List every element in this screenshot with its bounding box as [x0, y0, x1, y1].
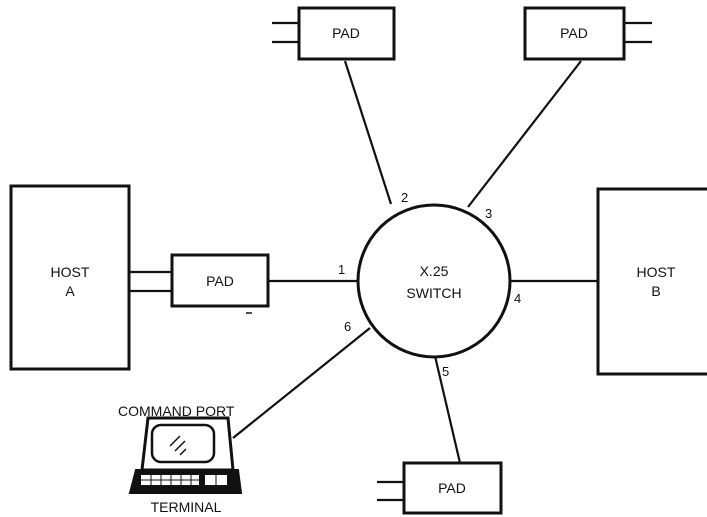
terminal-label: TERMINAL: [151, 499, 222, 515]
host-a-box: [9, 184, 131, 371]
switch-label-line1: X.25: [420, 263, 449, 279]
x25-switch: [356, 203, 512, 359]
port-number-6: 6: [344, 319, 351, 334]
link-switch-pad-bottom: [433, 355, 462, 464]
host-b-label-line2: B: [651, 283, 660, 299]
port-number-4: 4: [514, 291, 521, 306]
port-number-3: 3: [485, 206, 492, 221]
host-a-label-line2: A: [65, 283, 75, 299]
pad-bottom-box: [402, 461, 503, 515]
pad-top-left-label: PAD: [332, 25, 360, 41]
command-port-label: COMMAND PORT: [118, 403, 235, 419]
port-number-5: 5: [442, 364, 449, 379]
pad-bottom-label: PAD: [438, 480, 466, 496]
link-pad-top-right-switch: [467, 60, 582, 208]
host-b-box: [596, 187, 707, 376]
port-number-2: 2: [401, 190, 408, 205]
pad-top-right-box: [523, 6, 626, 61]
link-pad-top-left-switch: [343, 60, 393, 205]
host-a-label-line1: HOST: [51, 264, 90, 280]
pad-left-label: PAD: [206, 273, 234, 289]
terminal-icon: [128, 416, 243, 494]
host-b-label-line1: HOST: [637, 264, 676, 280]
pad-top-left-box: [297, 6, 396, 61]
switch-label-line2: SWITCH: [406, 285, 461, 301]
pad-top-right-label: PAD: [560, 25, 588, 41]
link-switch-terminal: [232, 327, 371, 439]
pad-left-box: [170, 253, 270, 308]
port-number-1: 1: [338, 262, 345, 277]
